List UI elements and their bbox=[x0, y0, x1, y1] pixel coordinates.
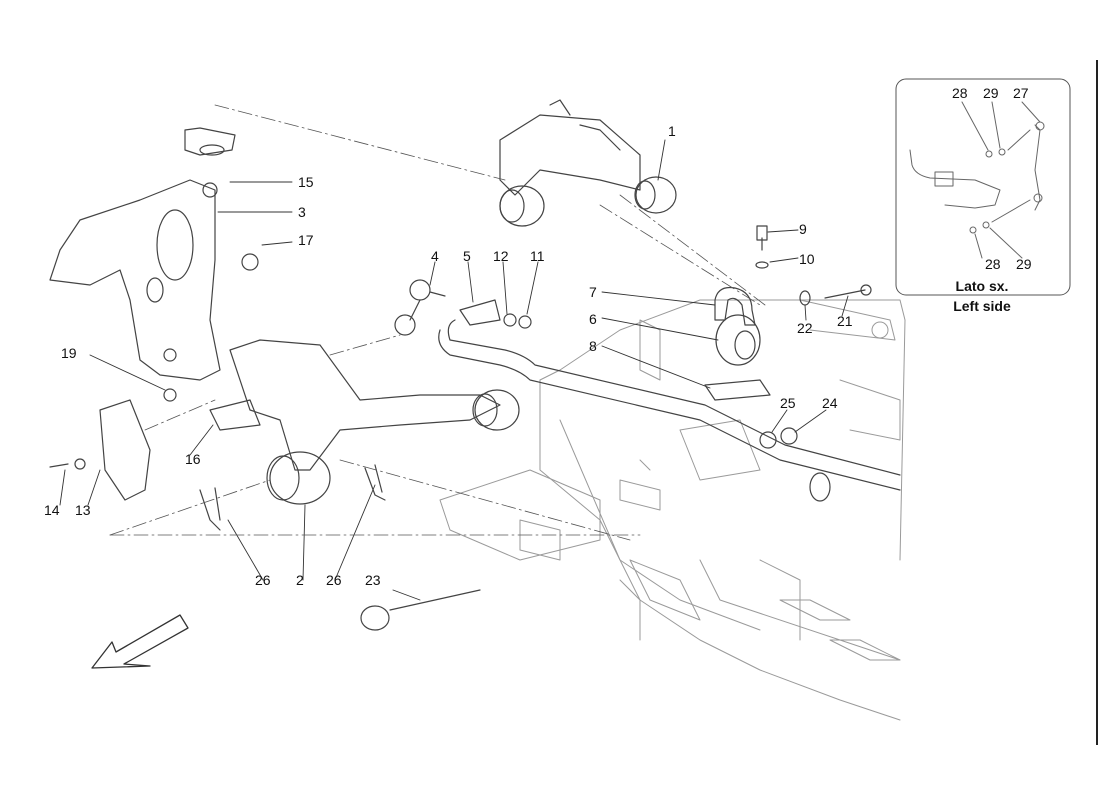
inset-callout-28: 28 bbox=[985, 256, 1001, 272]
construction-lines bbox=[109, 104, 766, 541]
callout-24: 24 bbox=[822, 395, 838, 411]
callout-10: 10 bbox=[799, 251, 815, 267]
callout-11: 11 bbox=[530, 248, 545, 264]
callout-22: 22 bbox=[797, 320, 813, 336]
bracket-5 bbox=[459, 299, 501, 326]
upper-control-arm bbox=[499, 99, 677, 227]
inset-title-italian: Lato sx. bbox=[955, 278, 1009, 294]
callout-15: 15 bbox=[298, 174, 314, 190]
callout-23: 23 bbox=[365, 572, 381, 588]
callout-25: 25 bbox=[780, 395, 796, 411]
callout-1: 1 bbox=[668, 123, 676, 139]
inset-box bbox=[895, 78, 1071, 296]
callout-7: 7 bbox=[589, 284, 597, 300]
callout-26: 26 bbox=[326, 572, 342, 588]
steering-knuckle bbox=[49, 179, 221, 381]
callout-19: 19 bbox=[61, 345, 77, 361]
bar-bushing-clamp bbox=[704, 286, 771, 401]
inset-title-english: Left side bbox=[953, 298, 1011, 314]
callout-9: 9 bbox=[799, 221, 807, 237]
chassis-frame bbox=[439, 299, 906, 721]
inset-callout-29: 29 bbox=[983, 85, 999, 101]
lower-control-arm bbox=[229, 339, 520, 505]
page-edge-divider bbox=[1096, 60, 1098, 745]
part-15-cap bbox=[184, 127, 236, 156]
callout-21: 21 bbox=[837, 313, 853, 329]
callout-14: 14 bbox=[44, 502, 60, 518]
callout-12: 12 bbox=[493, 248, 509, 264]
callout-6: 6 bbox=[589, 311, 597, 327]
inset-callout-29: 29 bbox=[1016, 256, 1032, 272]
inset-callout-28: 28 bbox=[952, 85, 968, 101]
stabilizer-link bbox=[394, 279, 446, 336]
callout-13: 13 bbox=[75, 502, 91, 518]
callout-3: 3 bbox=[298, 204, 306, 220]
small-hardware bbox=[49, 225, 872, 631]
callout-5: 5 bbox=[463, 248, 471, 264]
callout-26: 26 bbox=[255, 572, 271, 588]
inset-level-sensor bbox=[909, 101, 1045, 259]
front-direction-arrow bbox=[91, 614, 189, 669]
stabilizer-bar bbox=[438, 319, 901, 502]
inset-callout-27: 27 bbox=[1013, 85, 1029, 101]
callout-8: 8 bbox=[589, 338, 597, 354]
callout-2: 2 bbox=[296, 572, 304, 588]
callout-16: 16 bbox=[185, 451, 201, 467]
callout-4: 4 bbox=[431, 248, 439, 264]
leader-lines bbox=[59, 139, 849, 601]
callout-17: 17 bbox=[298, 232, 314, 248]
